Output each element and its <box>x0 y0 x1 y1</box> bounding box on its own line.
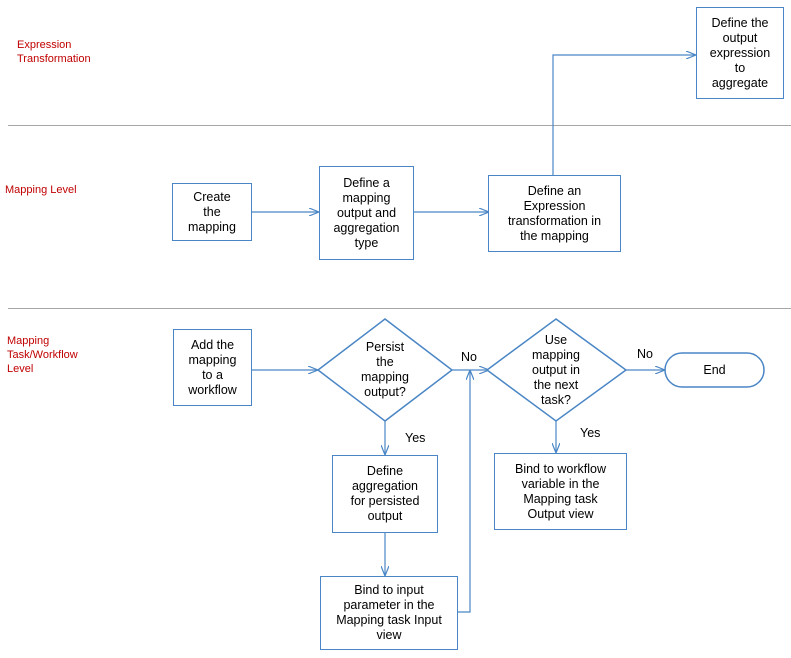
end-text: End <box>703 362 726 377</box>
node-create-mapping: Create the mapping <box>172 183 252 241</box>
node-define-mapping-output: Define a mapping output and aggregation … <box>319 166 414 260</box>
lane-divider-bottom <box>8 308 791 309</box>
use-output-decision-text: Use mapping output in the next task? <box>532 332 580 407</box>
use-output-decision-diamond <box>485 318 628 422</box>
edge-label-persist-no: No <box>461 350 477 364</box>
lane-divider-top <box>8 125 791 126</box>
end-terminator <box>664 352 765 388</box>
node-bind-workflow-variable: Bind to workflow variable in the Mapping… <box>494 453 627 530</box>
lane-label-mapping-level: Mapping Level <box>5 184 77 196</box>
node-add-mapping-to-workflow: Add the mapping to a workflow <box>173 329 252 406</box>
edge-label-use-yes: Yes <box>580 426 601 440</box>
node-bind-input-parameter: Bind to input parameter in the Mapping t… <box>320 576 458 650</box>
edge-label-persist-yes: Yes <box>405 431 426 445</box>
edge-label-use-no: No <box>637 347 653 361</box>
edge-bind-input-to-use <box>458 371 470 613</box>
lane-label-expression-transformation: Expression Transformation <box>17 39 91 65</box>
persist-decision-diamond <box>316 318 454 422</box>
lane-label-task-workflow-level: Mapping Task/Workflow Level <box>7 335 78 375</box>
node-define-output-expression: Define the output expression to aggregat… <box>696 7 784 99</box>
edge-expression-to-output-expression <box>552 55 695 175</box>
persist-decision-text: Persist the mapping output? <box>361 340 409 399</box>
node-define-aggregation: Define aggregation for persisted output <box>332 455 438 533</box>
node-define-expression-transformation: Define an Expression transformation in t… <box>488 175 621 252</box>
